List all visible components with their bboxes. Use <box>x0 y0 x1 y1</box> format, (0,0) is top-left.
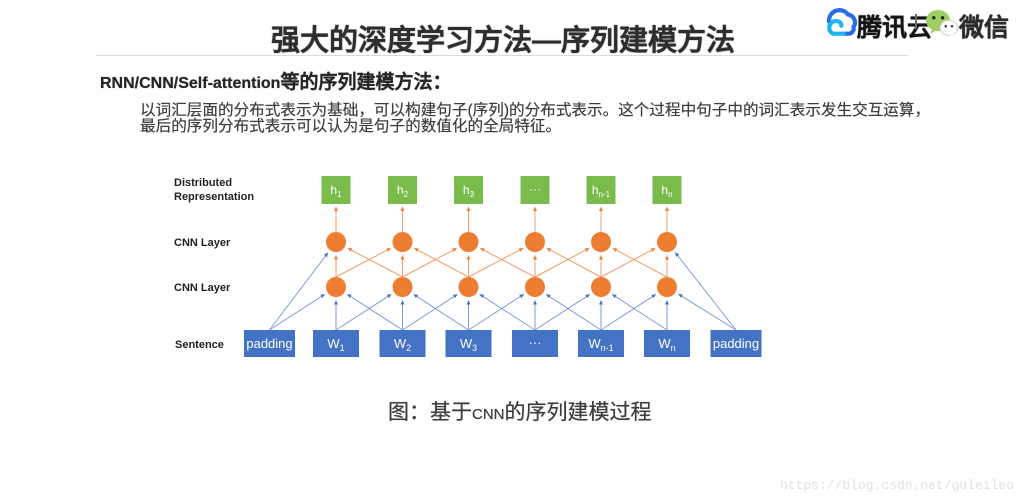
svg-text:hn: hn <box>661 183 672 199</box>
svg-text:···: ··· <box>529 182 541 196</box>
svg-text:···: ··· <box>529 335 542 350</box>
svg-text:h2: h2 <box>397 183 409 199</box>
svg-text:padding: padding <box>713 336 759 351</box>
svg-text:h1: h1 <box>330 183 342 199</box>
svg-text:padding: padding <box>246 336 292 351</box>
svg-text:h3: h3 <box>463 183 475 199</box>
